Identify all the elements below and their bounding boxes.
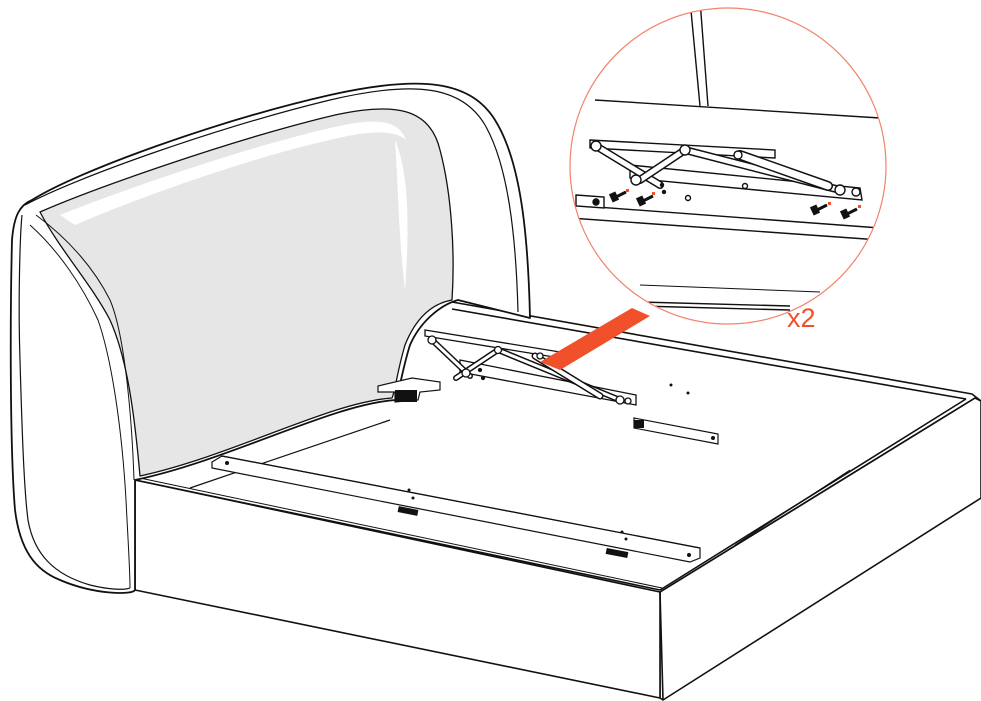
callout-pointer — [540, 308, 650, 370]
quantity-label: x2 — [787, 303, 816, 333]
frame-front-panel — [134, 479, 661, 699]
bed-frame — [134, 301, 981, 701]
headboard — [9, 82, 531, 594]
floor-details — [211, 377, 719, 563]
mount-plate — [633, 417, 719, 445]
frame-right-panel — [659, 397, 981, 701]
magnifier-border — [569, 7, 887, 325]
magnifier-detail — [569, 7, 887, 325]
screw-icons — [608, 190, 858, 220]
